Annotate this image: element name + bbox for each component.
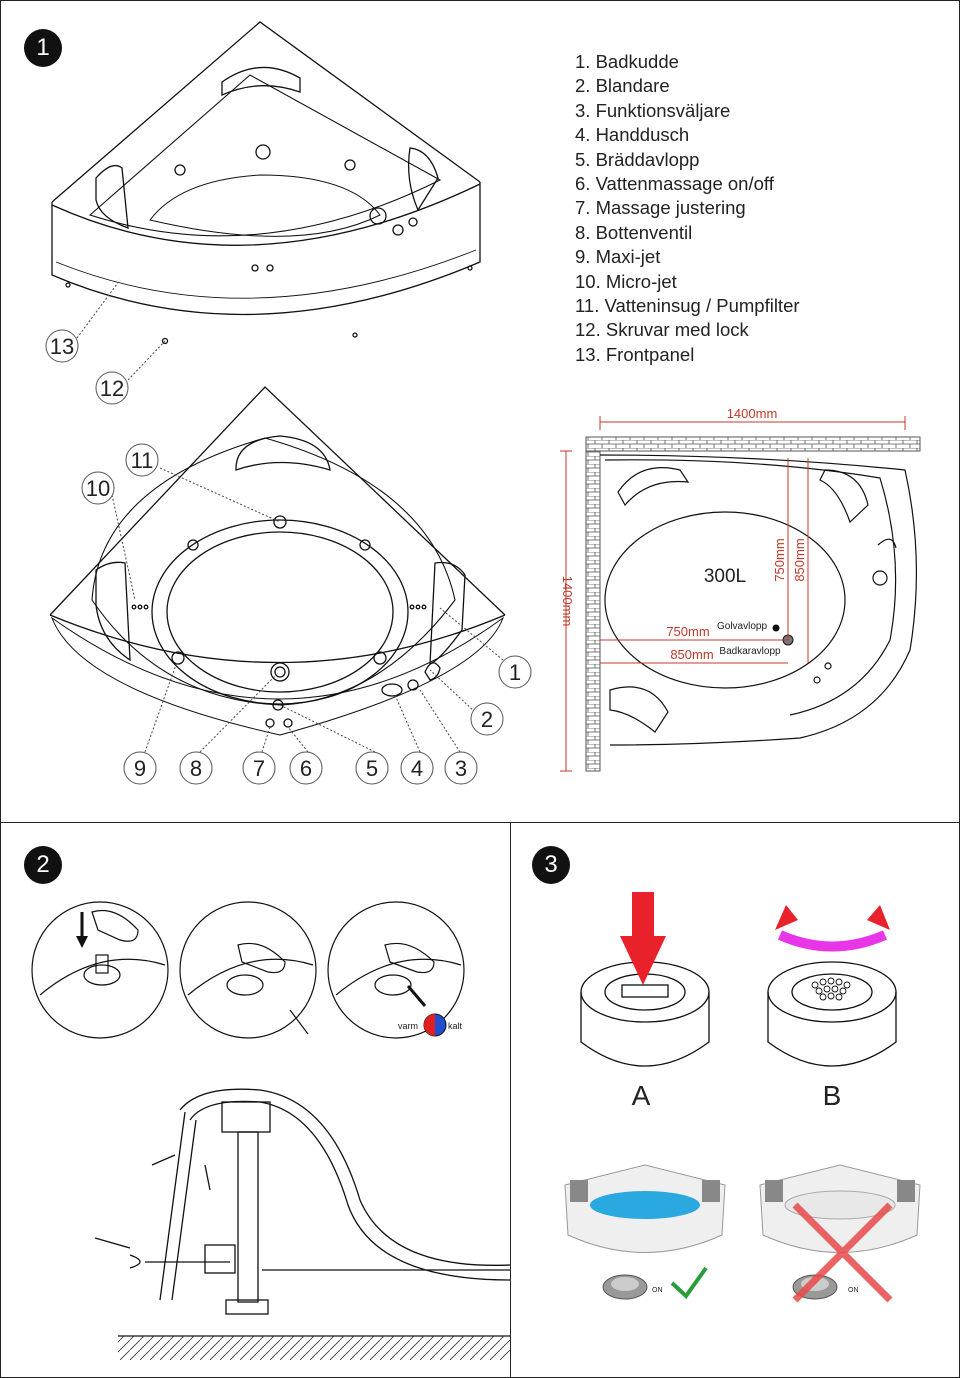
part-item: 2. Blandare [575, 75, 670, 97]
part-item: 5. Bräddavlopp [575, 148, 700, 170]
part-item: 12. Skruvar med lock [575, 319, 749, 341]
dim-850-vertical: 850mm [792, 538, 807, 581]
step-badge-3: 3 [532, 846, 570, 884]
section-divider-horizontal [0, 822, 960, 823]
dim-850-horizontal: 850mm [670, 647, 713, 662]
tub-volume: 300L [704, 566, 746, 587]
temp-indicator-hot [424, 1014, 435, 1036]
tub-perspective-drawing [51, 21, 481, 345]
part-item: 11. Vatteninsug / Pumpfilter [575, 295, 800, 317]
dim-750-horizontal: 750mm [666, 624, 709, 639]
filter-holes [811, 977, 851, 1001]
push-down-arrow-head [76, 936, 88, 948]
dimension-plan: 1400mm 1400mm 750mm 850mm 750mm 850mm 30… [560, 406, 921, 772]
step-badge-1: 1 [24, 29, 62, 67]
part-item: 3. Funktionsväljare [575, 99, 731, 121]
callout-6: 6 [300, 756, 312, 781]
floor-hatch [118, 1336, 510, 1360]
filter-label-b: B [823, 1080, 842, 1111]
filter-label-a: A [632, 1080, 651, 1111]
floor-drain-marker [772, 624, 780, 632]
step-badge-2: 2 [24, 846, 62, 884]
mixer-install-circles [31, 901, 465, 1039]
callout-2: 2 [481, 707, 493, 732]
tub-top-view-drawing [49, 386, 506, 736]
dim-width-top: 1400mm [727, 406, 778, 421]
rotate-arrow-right [867, 905, 890, 930]
callout-8: 8 [190, 756, 202, 781]
callout-leaders [76, 279, 504, 753]
callout-13: 13 [50, 334, 74, 359]
callout-5: 5 [366, 756, 378, 781]
part-item: 8. Bottenventil [575, 221, 693, 243]
parts-list: 1. Badkudde 2. Blandare 3. Funktionsvälj… [575, 50, 800, 367]
callout-4: 4 [411, 756, 423, 781]
rotate-ring [777, 930, 887, 952]
rotate-arrow-left [775, 905, 798, 930]
callout-3: 3 [455, 756, 467, 781]
tub-empty-photo [759, 1164, 921, 1303]
part-item: 6. Vattenmassage on/off [575, 173, 774, 195]
callout-1: 1 [509, 660, 521, 685]
part-item: 1. Badkudde [575, 51, 679, 72]
tub-drain-label: Badkaravlopp [719, 646, 781, 657]
callout-11: 11 [131, 448, 154, 473]
callouts: 13 12 10 11 1 2 3 4 5 6 7 8 9 [45, 329, 532, 785]
callout-7: 7 [253, 756, 265, 781]
press-arrow-head [620, 936, 666, 985]
cross-icon [792, 1202, 893, 1303]
cold-label: kalt [448, 1021, 463, 1031]
part-item: 13. Frontpanel [575, 343, 695, 365]
press-arrow-shaft [632, 892, 654, 940]
tub-filled-photo [564, 1164, 726, 1300]
callout-9: 9 [134, 756, 146, 781]
warm-label: varm [398, 1021, 418, 1031]
pointer-arrow [406, 985, 427, 1007]
dim-height-left: 1400mm [560, 576, 575, 627]
part-item: 10. Micro-jet [575, 270, 677, 292]
on-label-bad: ON [848, 1287, 859, 1294]
check-icon [670, 1266, 708, 1300]
dim-750-vertical: 750mm [772, 538, 787, 581]
filter-cylinders [580, 961, 897, 1067]
on-label-good: ON [652, 1287, 663, 1294]
callout-10: 10 [86, 476, 110, 501]
leg-install-drawing [94, 1088, 511, 1337]
floor-drain-label: Golvavlopp [717, 621, 767, 632]
part-item: 7. Massage justering [575, 197, 746, 219]
part-item: 9. Maxi-jet [575, 246, 661, 268]
callout-12: 12 [100, 376, 124, 401]
section-divider-vertical [510, 822, 511, 1378]
part-item: 4. Handdusch [575, 124, 690, 146]
